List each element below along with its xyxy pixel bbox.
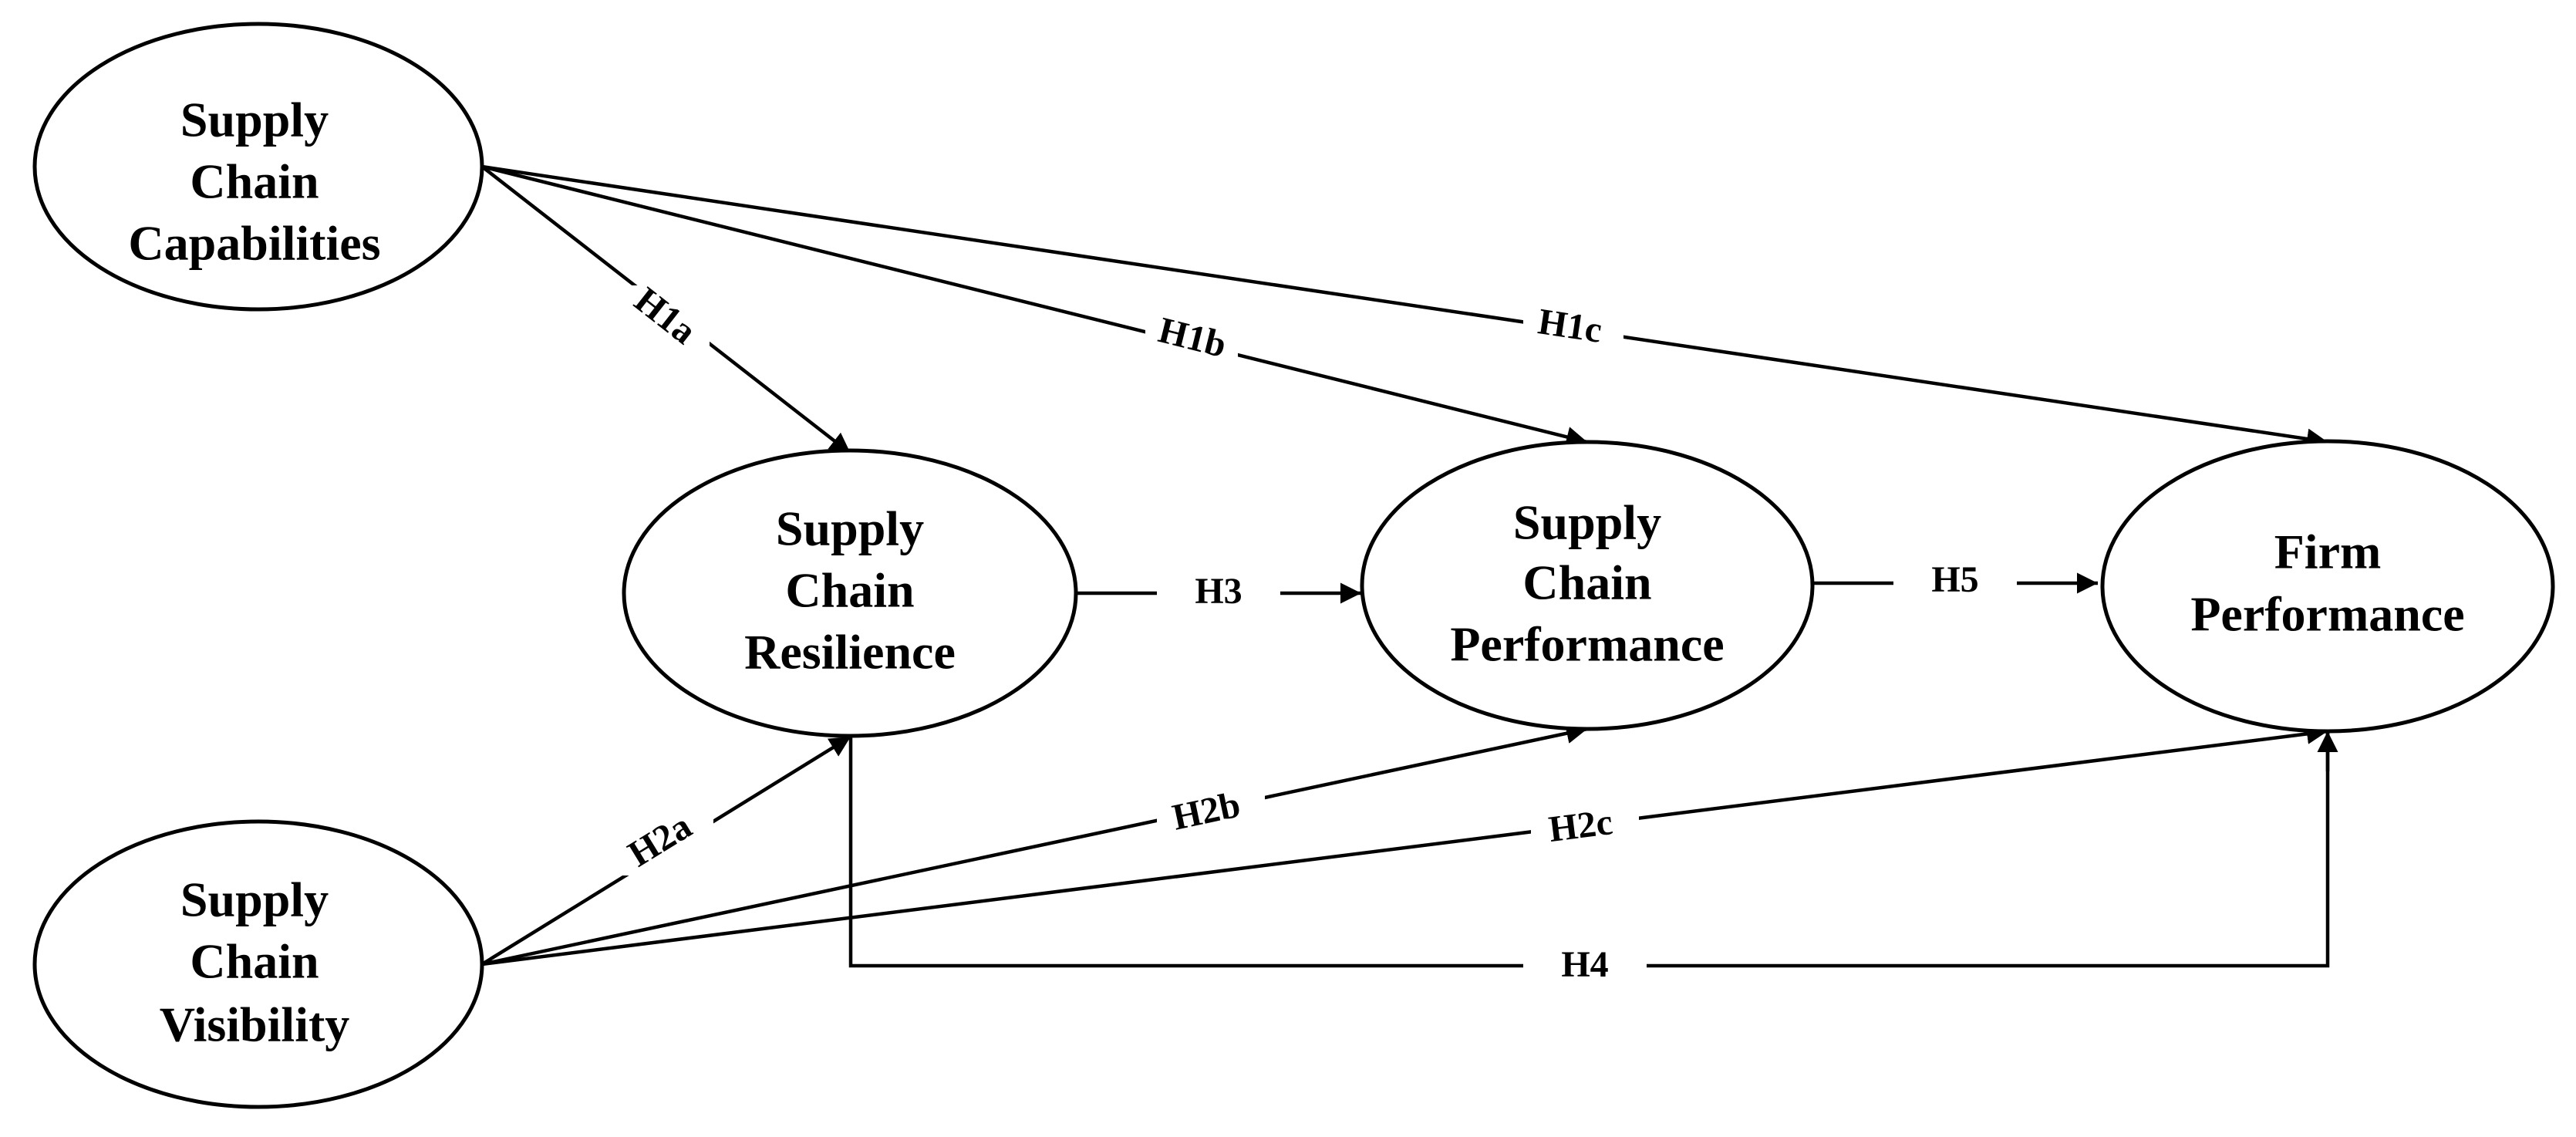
node-supply-chain-visibility: Supply Chain Visibility [32, 819, 484, 1109]
edge-h2b: H2b [481, 723, 1588, 967]
node-text-line: Performance [1450, 617, 1724, 672]
node-supply-chain-resilience-shape [622, 448, 1078, 738]
edge-h3: H3 [1076, 567, 1361, 621]
edge-h4: H4 [848, 731, 2338, 995]
edge-h1c: H1c [481, 164, 2328, 450]
edge-h1c-label: H1c [1536, 301, 1605, 351]
edges: H1a H1b H1c H2a H2b H2c [480, 164, 2338, 995]
node-text-line: Chain [785, 563, 914, 618]
node-supply-chain-performance-shape [1360, 440, 1815, 731]
edge-h2c-line [481, 723, 2328, 967]
node-supply-chain-visibility-shape [32, 819, 484, 1109]
node-text-line: Supply [180, 872, 329, 927]
node-text-line: Visibility [160, 997, 350, 1052]
node-supply-chain-capabilities: Supply Chain Capabilities [32, 22, 484, 312]
node-text-line: Capabilities [128, 216, 380, 271]
node-text-line: Chain [1522, 555, 1651, 610]
node-text-line: Supply [776, 501, 924, 556]
edge-h1b: H1b [481, 164, 1588, 447]
node-firm-performance: Firm Performance [2100, 439, 2555, 734]
node-text-line: Supply [1513, 495, 1661, 550]
node-text-line: Performance [2190, 587, 2464, 642]
node-firm-performance-shape [2100, 439, 2555, 734]
edge-h4-label: H4 [1561, 944, 1608, 985]
edge-h1a: H1a [480, 165, 852, 455]
node-text-line: Resilience [744, 625, 956, 680]
edge-h1c-line [481, 164, 2328, 450]
edge-h1b-line [481, 164, 1588, 447]
nodes: Supply Chain Capabilities Supply Chain V… [32, 22, 2555, 1109]
edge-h2c: H2c [481, 723, 2328, 967]
edge-h5-label: H5 [1931, 559, 1978, 600]
node-text-line: Chain [190, 934, 319, 989]
edge-h2c-label: H2c [1546, 801, 1615, 850]
edge-h5: H5 [1812, 555, 2098, 609]
node-text-line: Firm [2274, 525, 2382, 579]
node-text-line: Chain [190, 154, 319, 209]
node-supply-chain-performance: Supply Chain Performance [1360, 440, 1815, 731]
node-supply-chain-resilience: Supply Chain Resilience [622, 448, 1078, 738]
node-text-line: Supply [180, 93, 329, 147]
edge-h2a: H2a [480, 735, 852, 966]
edge-h2b-line [481, 723, 1588, 967]
node-supply-chain-capabilities-shape [32, 22, 484, 312]
edge-h3-label: H3 [1195, 571, 1242, 612]
